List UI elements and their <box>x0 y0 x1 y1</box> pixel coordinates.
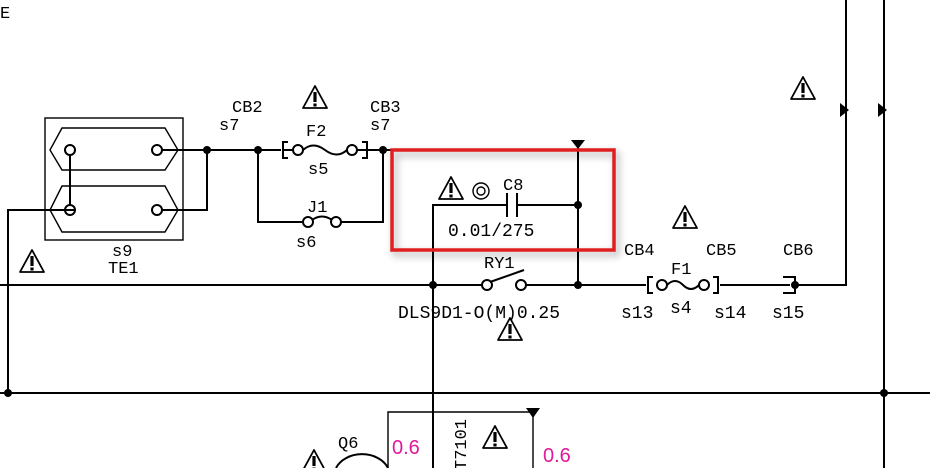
j1-contact-left <box>302 216 314 228</box>
voltage-left: 0.6 <box>392 437 420 459</box>
label-te1: TE1 <box>108 260 139 279</box>
warning-icon-f2 <box>302 85 328 109</box>
label-cb2: CB2 <box>232 99 263 118</box>
label-ry1: RY1 <box>484 255 515 274</box>
wire-te1-lower <box>162 150 208 211</box>
label-ry1-part: DLS9D1-O(M)0.25 <box>398 304 560 324</box>
wire-j1-right <box>340 150 384 223</box>
warning-icon-t7101 <box>482 425 508 449</box>
connector-arrow-bottom <box>526 408 540 418</box>
label-s15: s15 <box>772 304 804 324</box>
connector-arrow-right-1 <box>840 103 849 117</box>
wire-cb6-up <box>795 112 847 286</box>
label-cb3: CB3 <box>370 99 401 118</box>
label-f2: F2 <box>306 123 326 142</box>
label-s7-left: s7 <box>219 117 239 136</box>
block-t7101 <box>387 411 534 468</box>
corner-mark: E <box>0 5 10 24</box>
label-cb5: CB5 <box>706 242 737 261</box>
label-q6: Q6 <box>338 435 358 454</box>
label-s14: s14 <box>714 304 746 324</box>
wire-j1-left <box>257 150 302 223</box>
transistor-q6 <box>335 453 389 468</box>
label-c8-value: 0.01/275 <box>448 222 534 242</box>
j1-jumper <box>311 215 333 221</box>
fuse-f1 <box>646 276 720 294</box>
label-s9: s9 <box>112 243 132 262</box>
connector-arrow-top <box>571 140 585 149</box>
label-s4: s4 <box>670 299 692 319</box>
j1-contact-right <box>330 216 342 228</box>
warning-icon-right <box>790 76 816 100</box>
warning-icon-left <box>19 249 45 273</box>
warning-icon-q6 <box>301 449 327 468</box>
warning-icon-f1 <box>672 205 698 229</box>
highlight-box <box>390 148 616 252</box>
label-cb4: CB4 <box>624 242 655 261</box>
label-j1: J1 <box>307 199 327 218</box>
warning-icon-c8 <box>438 176 464 200</box>
voltage-right: 0.6 <box>543 445 571 467</box>
circle-dot-icon <box>472 182 490 200</box>
label-t7101: T7101 <box>453 419 472 468</box>
label-cb6: CB6 <box>783 242 814 261</box>
label-c8: C8 <box>503 177 523 196</box>
relay-ry1 <box>481 269 527 291</box>
wire-te1-left <box>7 209 75 393</box>
wire-c8-left <box>432 204 507 285</box>
label-s7-right: s7 <box>370 117 390 136</box>
terminal-te1 <box>44 117 184 241</box>
fuse-f2 <box>281 141 368 159</box>
label-s5: s5 <box>308 161 328 180</box>
label-s13: s13 <box>621 304 653 324</box>
connector-arrow-right-2 <box>878 103 887 117</box>
label-f1: F1 <box>671 261 691 280</box>
label-s6: s6 <box>296 234 316 253</box>
